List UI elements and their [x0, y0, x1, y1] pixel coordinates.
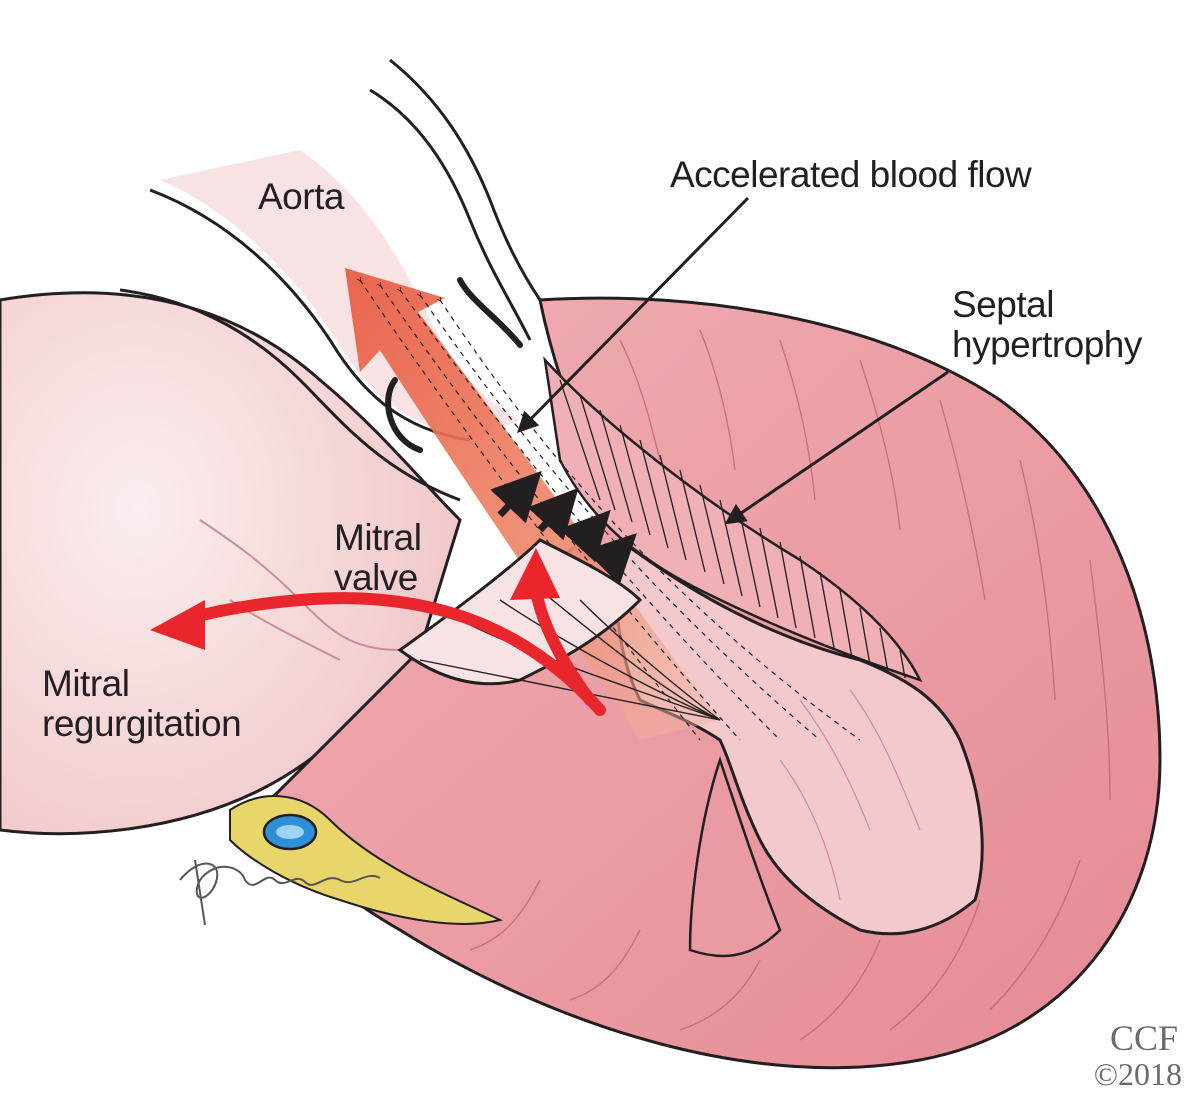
mitral-regurg-label-line2: regurgitation	[42, 703, 242, 744]
credit-year: ©2018	[1093, 1056, 1182, 1092]
left-atrium	[0, 291, 462, 836]
regurgitation-arrows	[150, 548, 606, 716]
epicardial-fat	[229, 795, 503, 925]
mitral-valve-label: Mitral valve	[334, 517, 422, 598]
mitral-regurgitation-label: Mitral regurgitation	[42, 663, 242, 744]
pointer-lines	[517, 196, 949, 525]
mitral-valve	[397, 538, 721, 721]
aorta-label: Aorta	[258, 177, 344, 217]
septal-hypertrophy-label: Septal hypertrophy	[952, 285, 1142, 365]
accelerated-flow-label-text: Accelerated blood flow	[670, 154, 1032, 195]
accelerated-flow-arrow	[345, 268, 861, 741]
septal-label-line1: Septal	[952, 284, 1054, 325]
septal-hypertrophy-pointer	[724, 370, 949, 525]
septal-label-line2: hypertrophy	[952, 324, 1142, 365]
accelerated-flow-pointer	[517, 196, 750, 433]
artist-signature	[179, 859, 381, 926]
mitral-valve-label-line1: Mitral	[334, 517, 422, 558]
credit-org: CCF	[1109, 1018, 1178, 1058]
mitral-valve-label-line2: valve	[334, 557, 418, 598]
accelerated-flow-label: Accelerated blood flow	[670, 154, 1032, 195]
mitral-regurg-label-line1: Mitral	[42, 663, 130, 704]
aorta-label-text: Aorta	[258, 176, 344, 217]
